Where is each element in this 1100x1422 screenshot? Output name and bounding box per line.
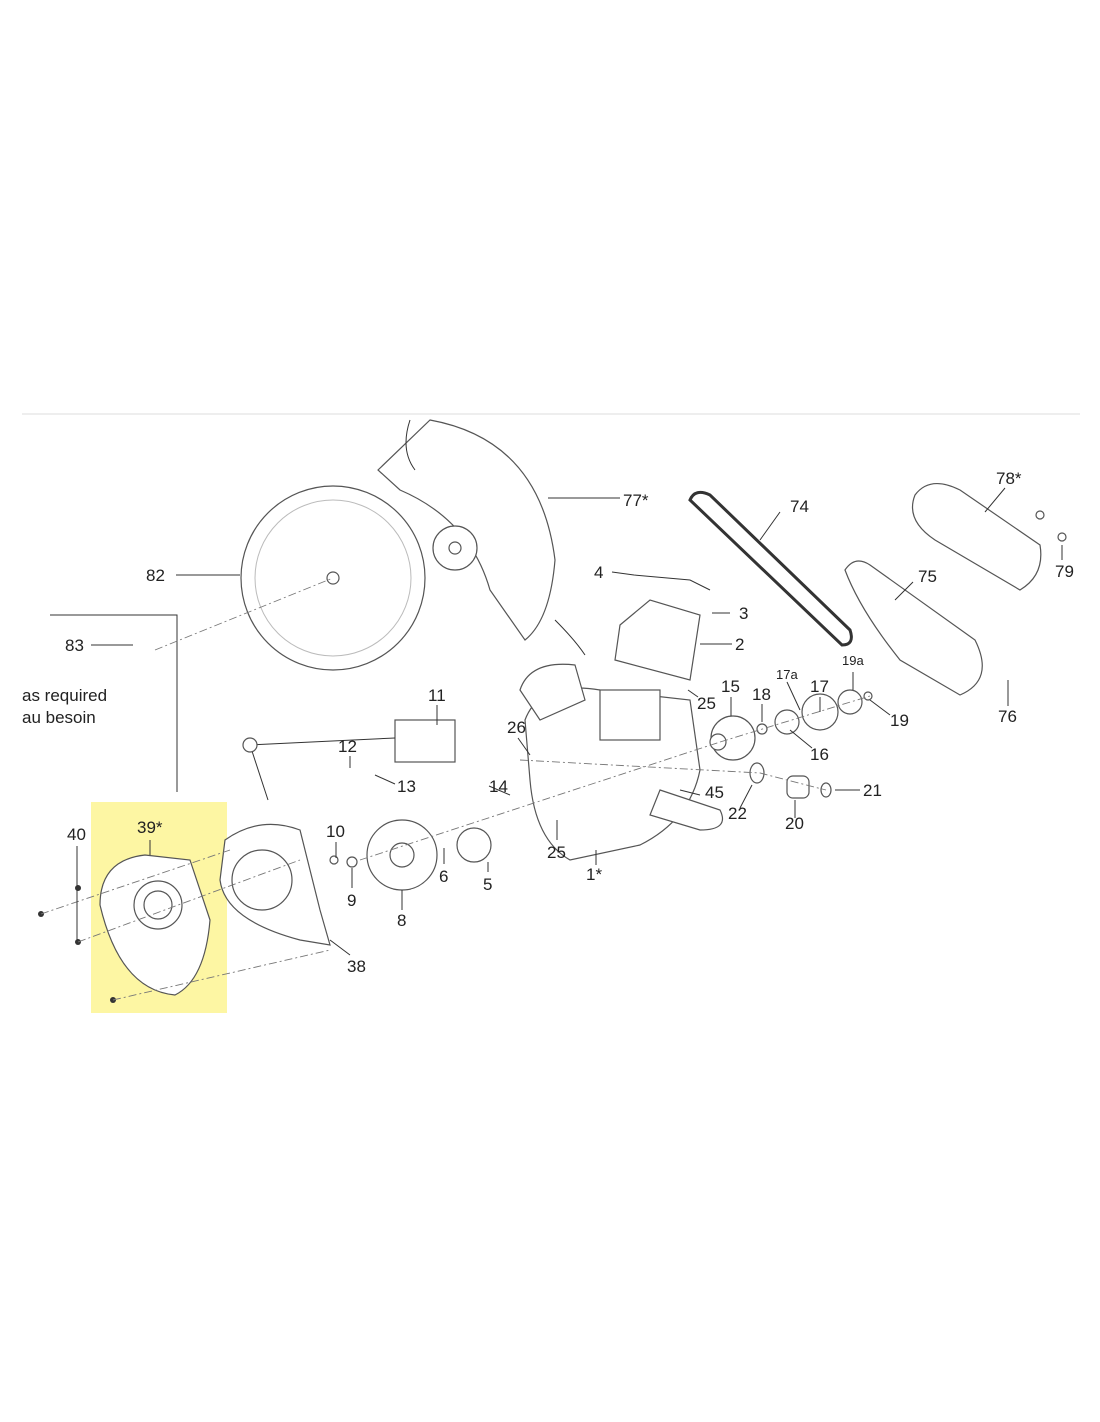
part-1-crankcase (519, 663, 724, 861)
callout-10: 10 (326, 822, 345, 841)
callout-3: 3 (739, 604, 748, 623)
part-22 (749, 762, 765, 784)
callout-14: 14 (489, 777, 508, 796)
part-77-guard (377, 419, 586, 656)
callout-20: 20 (785, 814, 804, 833)
bracket-83 (50, 614, 178, 792)
callout-22: 22 (728, 804, 747, 823)
callout-4: 4 (594, 563, 603, 582)
callout-76: 76 (998, 707, 1017, 726)
callout-17: 17 (810, 677, 829, 696)
part-5 (456, 827, 492, 863)
callout-17a: 17a (776, 667, 798, 682)
callout-82: 82 (146, 566, 165, 585)
part-16-washer (774, 709, 800, 735)
note-french: au besoin (22, 708, 96, 727)
assembly-axis-lines (40, 577, 871, 1001)
callout-1: 1* (586, 865, 602, 884)
callout-13: 13 (397, 777, 416, 796)
part-19 (863, 691, 873, 701)
callout-79: 79 (1055, 562, 1074, 581)
part-75-arm (844, 560, 983, 696)
callout-18: 18 (752, 685, 771, 704)
callout-19a: 19a (842, 653, 864, 668)
callout-25-bottom: 25 (547, 843, 566, 862)
part-74-belt (688, 490, 853, 647)
callout-15: 15 (721, 677, 740, 696)
part-2-cylinder-cover (614, 599, 701, 681)
callout-5: 5 (483, 875, 492, 894)
callout-11: 11 (428, 686, 446, 705)
part-11-ignition (394, 719, 456, 763)
callout-25-top: 25 (697, 694, 716, 713)
callout-74: 74 (790, 497, 809, 516)
callout-2: 2 (735, 635, 744, 654)
note-english: as required (22, 686, 108, 705)
part-10 (329, 855, 339, 865)
callout-19: 19 (890, 711, 909, 730)
callout-6: 6 (439, 867, 448, 886)
callout-9: 9 (347, 891, 356, 910)
callout-38: 38 (347, 957, 366, 976)
callout-77: 77* (623, 491, 649, 510)
as-required-note: as required au besoin (22, 685, 107, 729)
part-19a (837, 689, 863, 715)
callout-16: 16 (810, 745, 829, 764)
callout-12: 12 (338, 737, 357, 756)
callout-78: 78* (996, 469, 1022, 488)
part-12-wire (249, 737, 396, 801)
part-78-cover (911, 483, 1042, 591)
leader-lines (76, 487, 1063, 956)
callout-83: 83 (65, 636, 84, 655)
part-9 (346, 856, 358, 868)
callout-75: 75 (918, 567, 937, 586)
callout-39: 39* (137, 818, 163, 837)
part-39-starter (99, 854, 211, 996)
callout-8: 8 (397, 911, 406, 930)
callout-40: 40 (67, 825, 86, 844)
callout-26: 26 (507, 718, 526, 737)
part-20 (786, 775, 810, 799)
callout-21: 21 (863, 781, 882, 800)
callout-45: 45 (705, 783, 724, 802)
